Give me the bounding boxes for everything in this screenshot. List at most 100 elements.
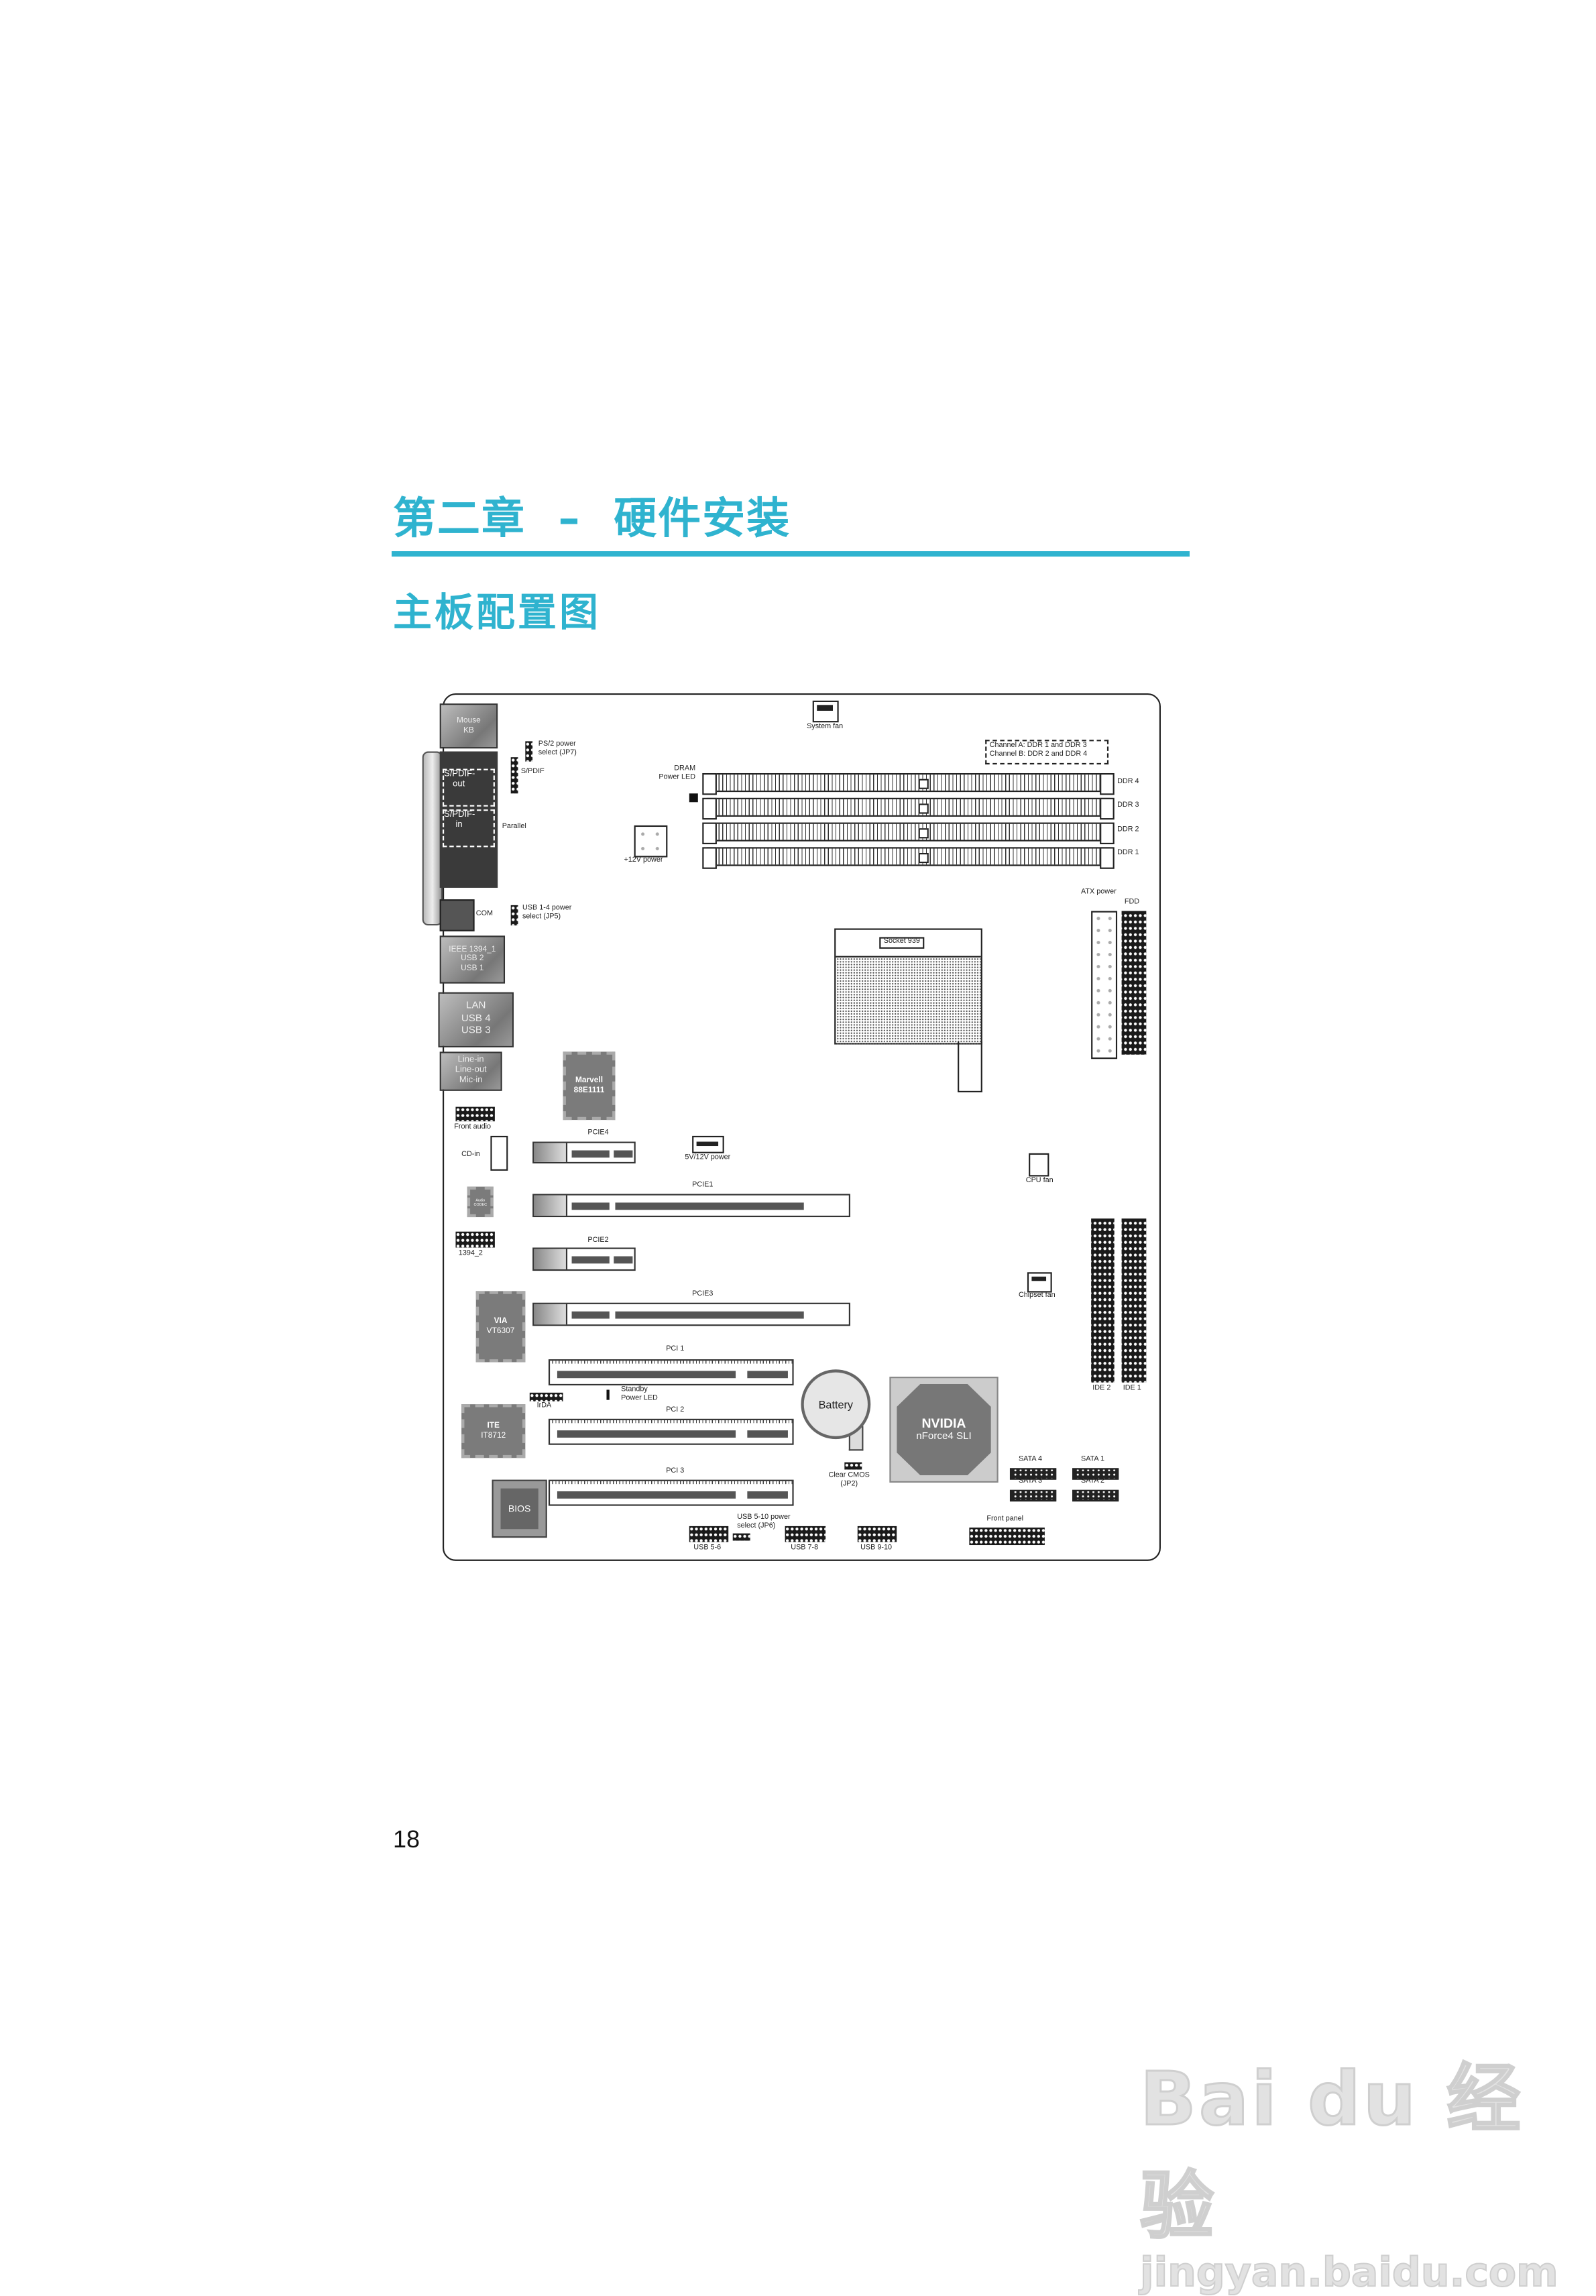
- label: USB 3: [461, 1025, 491, 1037]
- chipset-fan-label: Chipset fan: [1018, 1291, 1056, 1300]
- cpu-fan-connector: [1029, 1153, 1049, 1177]
- chipset-fan-connector: [1027, 1272, 1052, 1293]
- label: USB 1: [461, 964, 484, 974]
- ddr2-slot: [702, 822, 1115, 845]
- pcie4-slot: [532, 1141, 636, 1164]
- pcie1-slot: [532, 1194, 850, 1218]
- ddr3-slot: [702, 797, 1115, 820]
- front-audio-label: Front audio: [454, 1123, 492, 1132]
- pci1-label: PCI 1: [666, 1344, 685, 1354]
- sata4-label: SATA 4: [1018, 1454, 1043, 1464]
- pcie1-label: PCIE1: [692, 1180, 714, 1190]
- sata1-connector: [1072, 1468, 1119, 1480]
- battery: Battery: [801, 1369, 871, 1440]
- sata2-label: SATA 2: [1080, 1477, 1105, 1486]
- ide2-connector: [1091, 1218, 1115, 1383]
- usb14-power-jumper: [510, 905, 518, 926]
- pcie3-slot: [532, 1302, 850, 1326]
- sata3-connector: [1009, 1489, 1057, 1502]
- label: out: [453, 779, 465, 789]
- section-title: 主板配置图: [393, 589, 602, 635]
- socket-pins: [836, 956, 981, 1045]
- usb910-label: USB 9-10: [860, 1543, 893, 1552]
- bios-chip: BIOS: [492, 1479, 547, 1538]
- label: DRAM: [674, 764, 696, 773]
- label: Marvell: [575, 1076, 604, 1085]
- label: Mouse: [457, 716, 481, 726]
- label: Line-in: [457, 1055, 484, 1065]
- baidu-watermark: Bai du 经验 jingyan.baidu.com: [1139, 2039, 1596, 2296]
- watermark-url: jingyan.baidu.com: [1139, 2248, 1559, 2296]
- usb56-header: [689, 1526, 729, 1542]
- ddr4-slot: [702, 772, 1115, 795]
- title-rule: [392, 551, 1190, 557]
- pci2-label: PCI 2: [666, 1405, 685, 1415]
- ddr2-label: DDR 2: [1117, 825, 1139, 834]
- usb56-label: USB 5-6: [693, 1543, 722, 1552]
- sata1-label: SATA 1: [1080, 1454, 1105, 1464]
- cpu-fan-label: CPU fan: [1025, 1176, 1053, 1186]
- 12v-power-connector: [634, 825, 668, 858]
- ddr1-label: DDR 1: [1117, 848, 1139, 858]
- standby-power-led: [606, 1389, 610, 1400]
- label: USB 5-10 power: [737, 1513, 791, 1522]
- label: KB: [463, 726, 474, 735]
- dram-power-led: [689, 793, 698, 803]
- label: Power LED: [659, 772, 696, 782]
- ddr1-slot: [702, 847, 1115, 869]
- sata3-label: SATA 3: [1018, 1477, 1043, 1486]
- label: select (JP6): [737, 1521, 776, 1530]
- label: Clear CMOS: [828, 1471, 870, 1480]
- usb78-label: USB 7-8: [791, 1543, 819, 1552]
- label: NVIDIA: [921, 1416, 966, 1431]
- label: (JP2): [840, 1479, 858, 1489]
- 12v-power-label: +12V power: [624, 856, 663, 865]
- atx-power-connector: [1091, 911, 1118, 1059]
- label: IEEE 1394_1: [449, 945, 496, 954]
- ide1-label: IDE 1: [1123, 1383, 1141, 1393]
- pci3-label: PCI 3: [666, 1467, 685, 1476]
- label: nForce4 SLI: [916, 1431, 972, 1442]
- label: BIOS: [500, 1488, 538, 1530]
- front-audio-header: [455, 1106, 495, 1122]
- parallel-spdif-block: S/PDIF-out S/PDIF-in: [439, 751, 498, 888]
- label: Audio: [475, 1197, 486, 1202]
- spdif-in-port: S/PDIF-in: [443, 809, 495, 848]
- label: VT6307: [486, 1326, 515, 1336]
- page-number: 18: [393, 1825, 420, 1853]
- usb510-power-jumper: [732, 1533, 750, 1541]
- sata4-connector: [1009, 1468, 1057, 1480]
- label: USB 2: [461, 954, 484, 964]
- atx-power-label: ATX power: [1080, 887, 1117, 897]
- irda-header: [529, 1392, 563, 1401]
- label: IT8712: [481, 1431, 506, 1440]
- pcie2-label: PCIE2: [587, 1236, 609, 1245]
- label: Standby: [621, 1385, 648, 1395]
- 1394-2-header: [455, 1231, 495, 1248]
- ide2-label: IDE 2: [1092, 1383, 1111, 1393]
- label: VIA: [494, 1317, 508, 1326]
- irda-label: IrDA: [536, 1401, 552, 1410]
- label: select (JP7): [538, 748, 577, 757]
- ide1-connector: [1121, 1218, 1147, 1383]
- cd-in-connector: [490, 1135, 508, 1171]
- pcie4-label: PCIE4: [587, 1129, 609, 1138]
- cpu-socket-939: Socket 939: [834, 928, 982, 1045]
- label: Mic-in: [459, 1076, 483, 1086]
- label: USB 1-4 power: [522, 903, 572, 913]
- label: Line-out: [455, 1066, 487, 1075]
- fdd-connector: [1121, 911, 1147, 1055]
